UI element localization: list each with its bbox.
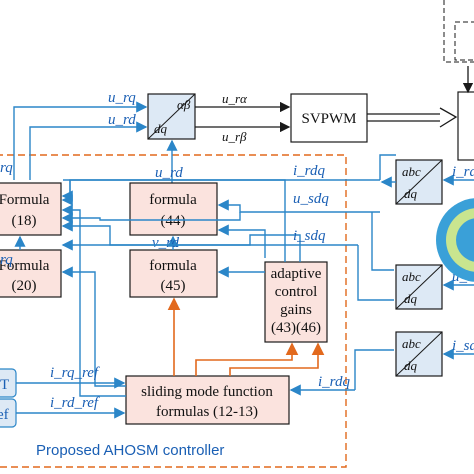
formula-45-line1: formula — [149, 258, 197, 274]
i-sdq-label: i_sdq — [293, 228, 326, 244]
svpwm-label: SVPWM — [301, 111, 356, 127]
sliding-to-adaptive-wire — [195, 342, 299, 376]
i-ra-label: i_ra — [452, 164, 474, 180]
transform-top-label: αβ — [177, 97, 191, 112]
formula-20-line1: Formula — [0, 258, 50, 274]
abc-dq-block-3: abc dq — [395, 331, 443, 377]
sliding-mode-block: sliding mode function formulas (12-13) — [125, 375, 290, 425]
left-signal-top: rq — [0, 160, 13, 176]
transform-ab-dq: αβ dq — [147, 93, 196, 140]
inverter-partial-block — [457, 91, 474, 161]
formula-45-line2: (45) — [161, 278, 186, 294]
u-ralpha-label: u_rα — [222, 91, 248, 106]
generator-icon — [436, 198, 474, 282]
i-sal-label: i_sal — [452, 338, 474, 354]
controller-boundary — [0, 154, 347, 468]
svpwm-output-wire — [367, 113, 440, 122]
sliding-line1: sliding mode function — [141, 384, 273, 400]
formula-20-line2: (20) — [12, 278, 37, 294]
ref-input-t: T — [0, 368, 17, 398]
abc-dq-1-bottom: dq — [404, 186, 418, 201]
right-bus-4 — [354, 349, 394, 390]
u-rd-wire — [29, 121, 148, 180]
sliding-to-adaptive-wire-2 — [229, 342, 325, 376]
u-sdq-to-f18-wire — [61, 212, 241, 224]
u-rq-wire — [13, 101, 148, 180]
formula-44-line2: (44) — [161, 213, 186, 229]
formula-44-block: formula (44) — [129, 182, 218, 236]
right-bus-1 — [379, 154, 396, 180]
top-right-partial-box — [454, 21, 474, 61]
transform-bottom-label: dq — [154, 121, 168, 136]
svpwm-block: SVPWM — [290, 93, 368, 143]
i-rdq-wire — [61, 179, 380, 206]
i-rdq-sliding-label: i_rdq — [318, 374, 350, 390]
v-rd-label: v_rd — [152, 235, 179, 251]
i-rdq-label: i_rdq — [293, 163, 325, 179]
adaptive-line3: gains — [280, 302, 312, 318]
u-rbeta-label: u_rβ — [222, 129, 247, 144]
abc-dq-block-1: abc dq — [395, 159, 443, 205]
abc-dq-block-2: abc dq — [395, 264, 443, 310]
i-sdq-wire — [61, 220, 358, 246]
right-bus-2 — [371, 212, 394, 271]
formula-20-block: Formula (20) — [0, 249, 62, 298]
abc-dq-3-bottom: dq — [404, 358, 418, 373]
sliding-to-f20-wire — [61, 266, 126, 387]
top-right-dashed-line — [443, 0, 474, 63]
formula-45-block: formula (45) — [129, 249, 218, 298]
sliding-line2: formulas (12-13) — [156, 404, 258, 420]
formula-18-line2: (18) — [12, 213, 37, 229]
adaptive-gains-block: adaptive control gains (43)(46) — [264, 261, 328, 343]
left-signal-mid: rq — [0, 252, 13, 268]
right-bus-3 — [357, 245, 394, 301]
adaptive-to-f44-wire — [217, 224, 266, 258]
u-rd-out-label: u_rd — [155, 165, 183, 181]
formula-44-line1: formula — [149, 192, 197, 208]
abc-dq-1-top: abc — [402, 164, 421, 179]
adaptive-line2: control — [275, 284, 318, 300]
adaptive-line4: (43)(46) — [271, 320, 321, 336]
sliding-to-f18-wire — [61, 204, 126, 397]
controller-caption: Proposed AHOSM controller — [36, 442, 224, 459]
adaptive-line1: adaptive — [271, 266, 322, 282]
abc-dq-2-top: abc — [402, 269, 421, 284]
ref-input-t-label: T — [0, 377, 9, 393]
formula-18-block: Formula (18) — [0, 182, 62, 236]
u-rq-label: u_rq — [108, 90, 136, 106]
u-rd-label: u_rd — [108, 112, 136, 128]
formula-18-line1: Formula — [0, 192, 50, 208]
ref-input-ef: ef — [0, 398, 17, 428]
ref-input-ef-label: ef — [0, 407, 9, 423]
abc-dq-3-top: abc — [402, 336, 421, 351]
abc-dq-2-bottom: dq — [404, 291, 418, 306]
svpwm-output-arrow — [439, 107, 458, 128]
u-sdq-to-f44-wire — [217, 199, 380, 213]
u-sdq-label: u_sdq — [293, 191, 329, 207]
i-rq-ref-label: i_rq_ref — [50, 365, 100, 381]
adaptive-to-f18-wire — [61, 180, 73, 202]
i-rd-ref-label: i_rd_ref — [50, 395, 100, 411]
